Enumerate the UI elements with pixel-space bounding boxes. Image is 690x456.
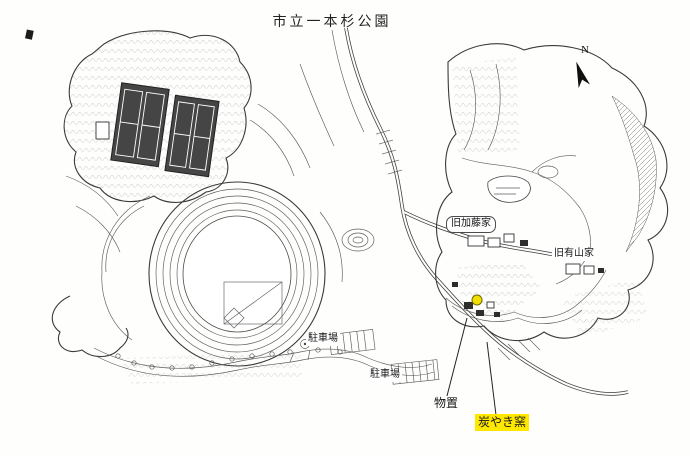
label-charcoal-kiln: 炭やき窯	[475, 414, 530, 431]
east-slope-hatch	[611, 95, 657, 253]
label-old-kato-house: 旧加藤家	[446, 216, 496, 233]
compass-n-label: N	[581, 44, 589, 56]
scan-artifact	[25, 29, 34, 40]
slope-ticks	[497, 337, 541, 361]
label-storage-shed: 物置	[434, 396, 459, 410]
small-pond	[537, 165, 559, 179]
steps-ticks	[375, 129, 403, 175]
baseball-field	[148, 181, 326, 367]
leader-lines	[446, 317, 497, 416]
pond	[487, 175, 531, 203]
tennis-area	[63, 30, 252, 203]
label-old-ariyama-house: 旧有山家	[552, 248, 596, 261]
tennis-courts-east	[164, 94, 220, 178]
compass-north: N	[560, 44, 598, 94]
north-arrow-icon	[576, 61, 591, 89]
east-area	[435, 43, 669, 342]
contour-lines	[65, 63, 343, 341]
kiln-marker	[471, 294, 483, 306]
ariyama-house-buildings	[565, 263, 604, 275]
small-building	[95, 121, 110, 140]
map-title: 市立一本杉公園	[272, 15, 392, 30]
west-boundary-tail	[51, 295, 129, 358]
kato-house-buildings	[467, 233, 528, 248]
trees	[115, 347, 343, 371]
tennis-courts-west	[110, 82, 170, 168]
label-parking-east: 駐車場	[368, 369, 402, 382]
label-parking-west: 駐車場	[306, 333, 340, 346]
kiln-area-buildings	[452, 282, 500, 317]
walkway	[93, 347, 435, 384]
hill-contours	[341, 228, 375, 252]
